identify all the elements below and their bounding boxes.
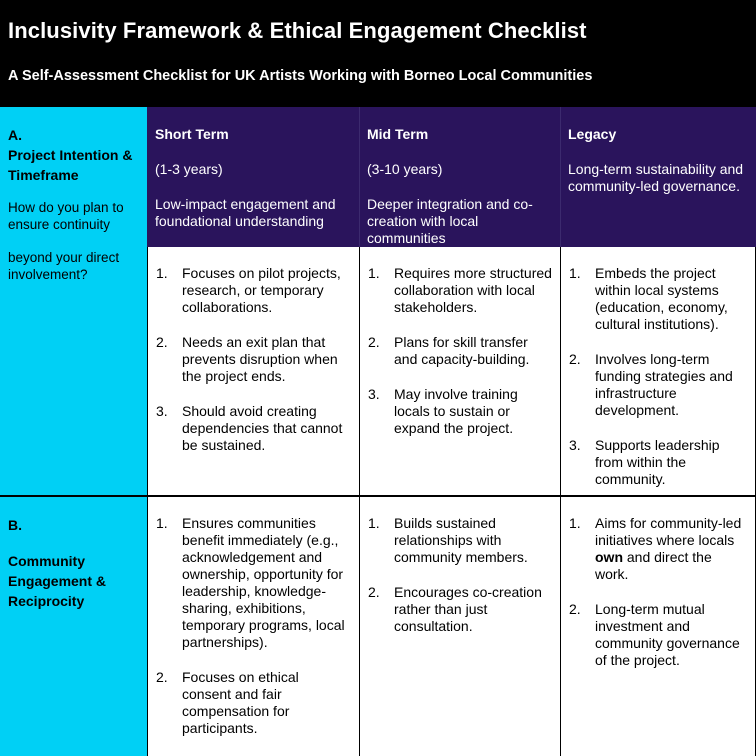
- list-item: 2.Long-term mutual investment and commun…: [569, 601, 740, 668]
- row-b-mid-term-cell: 1.Builds sustained relationships with co…: [359, 495, 560, 756]
- list-item: 2.Involves long-term funding strategies …: [569, 351, 733, 418]
- row-a-short-term-cell: 1.Focuses on pilot projects, research, o…: [147, 247, 359, 495]
- list-item: 1.Builds sustained relationships with co…: [368, 515, 528, 565]
- column-description: Long-term sustainability and community-l…: [568, 161, 744, 194]
- list-item: 1.Embeds the project within local system…: [569, 265, 728, 332]
- list-item: 1.Aims for community-led initiatives whe…: [569, 515, 742, 582]
- list-item: 3.Should avoid creating dependencies tha…: [156, 403, 343, 453]
- row-b-letter: B.: [8, 517, 22, 533]
- checklist: 1.Aims for community-led initiatives whe…: [569, 515, 747, 669]
- column-header-legacy: Legacy Long-term sustainability and comm…: [560, 107, 756, 247]
- emphasis-own: own: [595, 549, 623, 565]
- column-title: Mid Term: [367, 126, 429, 142]
- column-description: Low-impact engagement and foundational u…: [155, 196, 336, 229]
- row-a-legacy-cell: 1.Embeds the project within local system…: [560, 247, 756, 495]
- list-item: 1.Ensures communities benefit immediatel…: [156, 515, 345, 650]
- row-a-title: Project Intention & Timeframe: [8, 147, 133, 183]
- checklist: 1.Ensures communities benefit immediatel…: [156, 515, 351, 737]
- row-a-label: A. Project Intention & Timeframe How do …: [0, 107, 147, 495]
- list-item: 3.Supports leadership from within the co…: [569, 437, 720, 487]
- row-b-legacy-cell: 1.Aims for community-led initiatives whe…: [560, 495, 756, 756]
- row-a-question-1: How do you plan to ensure continuity: [8, 200, 124, 232]
- list-item: 1.Requires more structured collaboration…: [368, 265, 552, 315]
- list-item: 2.Encourages co-creation rather than jus…: [368, 584, 542, 634]
- page-subtitle: A Self-Assessment Checklist for UK Artis…: [8, 68, 593, 84]
- column-title: Legacy: [568, 126, 617, 142]
- row-a-letter: A.: [8, 127, 22, 143]
- list-item: 2.Focuses on ethical consent and fair co…: [156, 669, 299, 736]
- checklist: 1.Builds sustained relationships with co…: [368, 515, 552, 635]
- list-item: 1.Focuses on pilot projects, research, o…: [156, 265, 341, 315]
- checklist: 1.Embeds the project within local system…: [569, 265, 747, 488]
- checklist: 1.Requires more structured collaboration…: [368, 265, 552, 437]
- row-b-title: Community Engagement & Reciprocity: [8, 553, 107, 609]
- column-header-short-term: Short Term (1-3 years) Low-impact engage…: [147, 107, 359, 247]
- checklist: 1.Focuses on pilot projects, research, o…: [156, 265, 351, 454]
- header-divider: [560, 107, 561, 247]
- row-b-label: B. Community Engagement & Reciprocity: [0, 495, 147, 756]
- page-title: Inclusivity Framework & Ethical Engageme…: [8, 18, 587, 43]
- column-header-mid-term: Mid Term (3-10 years) Deeper integration…: [359, 107, 560, 247]
- row-a-question-2: beyond your direct involvement?: [8, 250, 120, 282]
- column-period: (1-3 years): [155, 161, 223, 177]
- list-item: 2.Needs an exit plan that prevents disru…: [156, 334, 338, 384]
- list-item: 3.May involve training locals to sustain…: [368, 386, 518, 436]
- row-b-short-term-cell: 1.Ensures communities benefit immediatel…: [147, 495, 359, 756]
- header-divider: [359, 107, 360, 247]
- column-period: (3-10 years): [367, 161, 443, 177]
- column-title: Short Term: [155, 126, 229, 142]
- list-item: 2.Plans for skill transfer and capacity-…: [368, 334, 530, 367]
- row-a-mid-term-cell: 1.Requires more structured collaboration…: [359, 247, 560, 495]
- column-description: Deeper integration and co-creation with …: [367, 196, 533, 246]
- header-banner: Inclusivity Framework & Ethical Engageme…: [0, 0, 756, 107]
